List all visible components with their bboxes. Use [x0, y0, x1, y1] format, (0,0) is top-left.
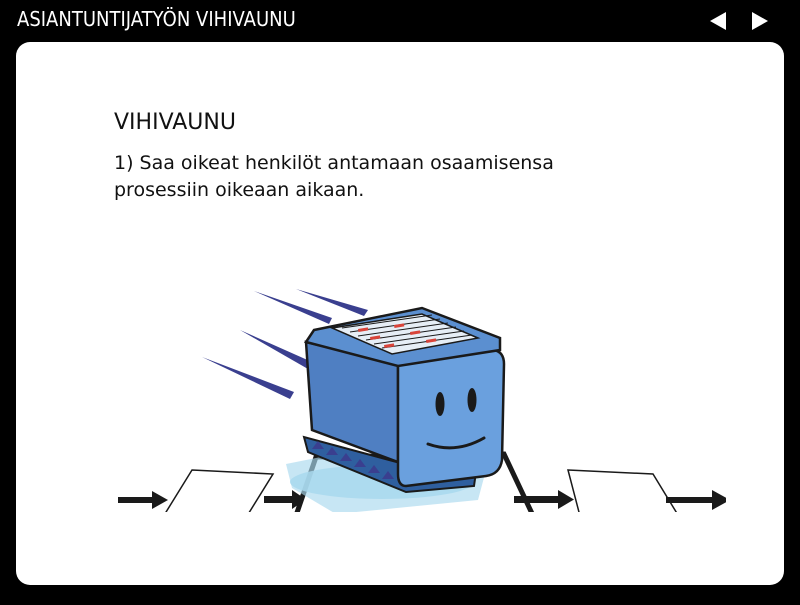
arrow-mid-right-icon [514, 490, 574, 509]
prev-button[interactable] [708, 10, 728, 32]
mascot-cart [302, 306, 506, 494]
paper-left [165, 469, 275, 512]
navigation [708, 10, 770, 32]
slide-text: 1) Saa oikeat henkilöt antamaan osaamise… [114, 152, 554, 201]
next-button[interactable] [750, 10, 770, 32]
arrow-in-icon [118, 491, 168, 509]
slide-card: VIHIVAUNU 1) Saa oikeat henkilöt antamaa… [16, 42, 784, 585]
app-title: ASIANTUNTIJATYÖN VIHIVAUNU [17, 7, 296, 31]
slide-heading: VIHIVAUNU [114, 110, 236, 135]
speed-lines [202, 289, 368, 399]
arrow-out-icon [666, 490, 726, 510]
paper-right [567, 469, 678, 512]
triangle-left-icon [710, 12, 726, 30]
mascot-cart-illustration [118, 289, 726, 512]
triangle-right-icon [752, 12, 768, 30]
